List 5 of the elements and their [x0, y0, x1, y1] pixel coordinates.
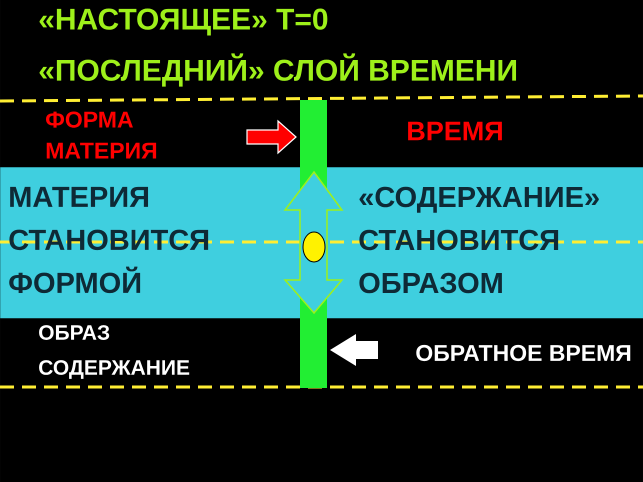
band [0, 167, 643, 318]
title: «НАСТОЯЩЕЕ» Т=0 [40, 8, 328, 36]
label: ВРЕМЯ [408, 122, 502, 140]
subtitle: «ПОСЛЕДНИЙ» СЛОЙ ВРЕМЕНИ [40, 53, 516, 87]
label: ОБРАТНОЕ ВРЕМЯ [416, 344, 630, 362]
